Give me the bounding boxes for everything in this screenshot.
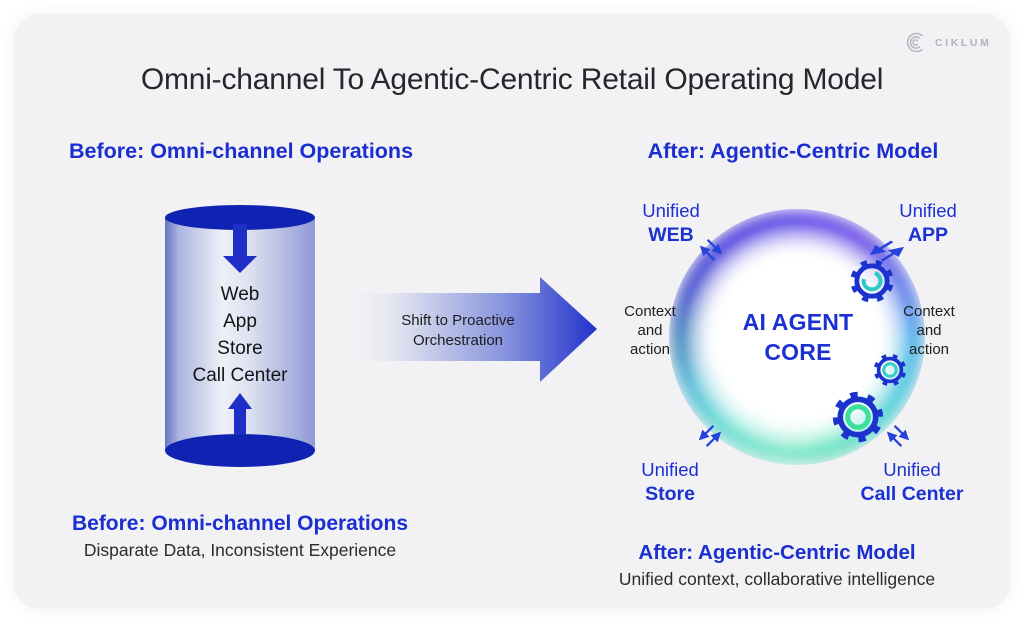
channel-item: Web <box>220 284 260 305</box>
context-action-right: Context and action <box>887 302 971 359</box>
exchange-arrow-web-icon <box>699 239 723 261</box>
before-caption-heading: Before: Omni-channel Operations <box>71 512 409 535</box>
node-unified-app: Unified APP <box>868 199 988 247</box>
after-heading: After: Agentic-Centric Model <box>647 139 939 163</box>
channel-list: Web App Store Call Center <box>165 281 315 389</box>
node-unified-web: Unified WEB <box>611 199 731 247</box>
after-caption-subtitle: Unified context, collaborative intellige… <box>618 569 936 589</box>
up-arrow-head-icon <box>228 393 252 409</box>
channel-item: Store <box>217 338 263 359</box>
context-line: action <box>908 341 950 358</box>
gear-icon <box>850 259 894 303</box>
agent-core-label: AI AGENT CORE <box>720 307 876 367</box>
context-action-left: Context and action <box>608 302 692 359</box>
down-arrow-icon <box>233 224 247 257</box>
shift-label-line1: Shift to Proactive <box>401 312 515 329</box>
cylinder-bottom-ellipse <box>165 434 315 467</box>
before-heading: Before: Omni-channel Operations <box>68 139 414 163</box>
node-prefix: Unified <box>641 459 699 480</box>
context-line: Context <box>903 303 955 320</box>
shift-label: Shift to Proactive Orchestration <box>378 311 538 350</box>
context-line: and <box>916 322 942 339</box>
down-arrow-head-icon <box>223 256 257 273</box>
channel-item: Call Center <box>192 365 288 386</box>
agent-core-line1: AI AGENT <box>742 309 854 335</box>
exchange-arrow-app-icon <box>869 240 905 262</box>
shift-arrow-icon <box>352 277 597 382</box>
exchange-arrow-call-center-icon <box>886 425 910 447</box>
node-prefix: Unified <box>899 200 957 221</box>
after-caption: After: Agentic-Centric Model Unified con… <box>577 540 977 591</box>
node-unified-store: Unified Store <box>610 458 730 506</box>
gear-icon <box>832 391 884 443</box>
ciklum-logo-icon <box>906 32 923 53</box>
shift-label-line2: Orchestration <box>412 331 504 349</box>
agent-core-line2: CORE <box>764 339 832 365</box>
node-label: Store <box>645 483 695 505</box>
before-caption: Before: Omni-channel Operations Disparat… <box>40 511 440 562</box>
context-line: Context <box>624 303 676 320</box>
before-caption-subtitle: Disparate Data, Inconsistent Experience <box>83 540 397 560</box>
up-arrow-icon <box>234 408 246 434</box>
node-label: Call Center <box>860 483 964 505</box>
after-caption-heading: After: Agentic-Centric Model <box>638 541 916 564</box>
node-label: APP <box>907 224 949 246</box>
gear-icon <box>873 353 907 387</box>
node-prefix: Unified <box>883 459 941 480</box>
node-prefix: Unified <box>642 200 700 221</box>
context-line: and <box>637 322 663 339</box>
exchange-arrow-store-icon <box>698 425 722 447</box>
brand-logo: CIKLUM <box>903 30 991 55</box>
node-unified-call-center: Unified Call Center <box>832 458 992 506</box>
brand-wordmark: CIKLUM <box>935 36 992 49</box>
channel-item: App <box>223 311 257 332</box>
context-line: action <box>629 341 671 358</box>
page-title: Omni-channel To Agentic-Centric Retail O… <box>140 63 884 96</box>
node-label: WEB <box>648 224 694 246</box>
